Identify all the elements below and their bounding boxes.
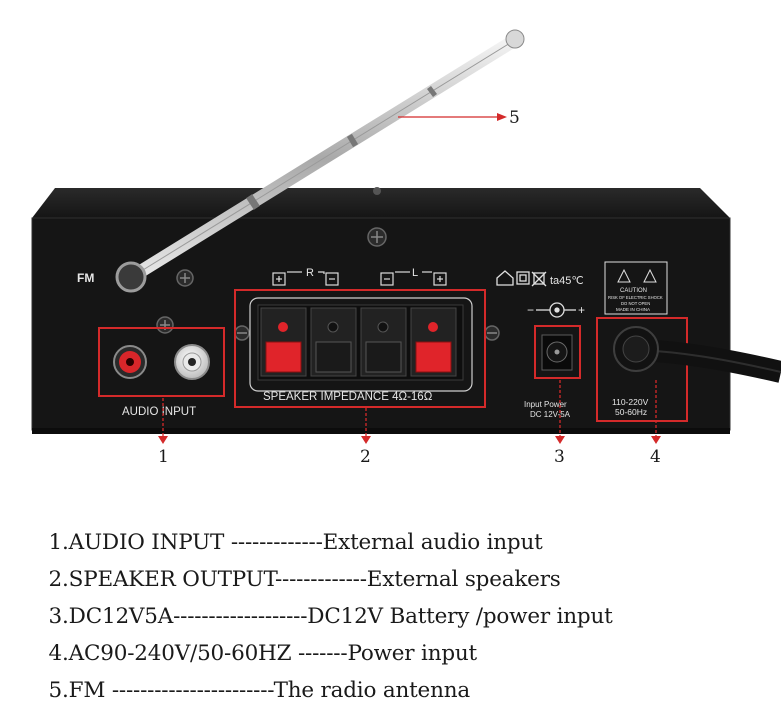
callout-5: 5: [509, 108, 520, 128]
legend-number: 5.: [48, 678, 69, 703]
ac-power-cord: [613, 326, 781, 383]
legend-description: External audio input: [322, 530, 543, 555]
callout-4: 4: [650, 447, 661, 467]
dc-minus: −: [527, 303, 534, 317]
fm-label: FM: [77, 271, 94, 285]
rca-red-jack: [113, 345, 147, 379]
speaker-impedance-label: SPEAKER IMPEDANCE 4Ω-16Ω: [263, 391, 433, 403]
callout-lines: [162, 380, 657, 440]
legend-number: 4.: [48, 641, 69, 666]
dc-rating-label: DC 12V-5A: [530, 410, 571, 419]
dc-jack: [541, 334, 573, 371]
legend-name: DC12V5A: [68, 604, 174, 629]
channel-r-label: R: [306, 267, 314, 279]
speaker-terminal-frame: [249, 297, 473, 392]
temperature-label: ta45℃: [550, 275, 584, 287]
made-in-label: MADE IN CHINA: [616, 307, 650, 312]
dc-input-highlight-box: [534, 325, 581, 379]
legend-description: DC12V Battery /power input: [307, 604, 613, 629]
ac-input-highlight-box: [596, 317, 688, 422]
dc-plus: +: [578, 303, 585, 317]
top-screw: [373, 187, 381, 195]
callout-3: 3: [554, 447, 565, 467]
legend-item: 5.FM -----------------------The radio an…: [22, 653, 471, 703]
legend-name: AC90-240V/50-60HZ: [68, 641, 298, 666]
callout-arrowhead-5: [497, 113, 507, 121]
legend-item: 2.SPEAKER OUTPUT-------------External sp…: [22, 542, 561, 592]
chassis-bottom-edge: [32, 428, 730, 434]
legend-dashes: -------------------: [173, 604, 308, 629]
legend-dashes: -------------: [230, 530, 323, 555]
legend-name: SPEAKER OUTPUT: [68, 567, 275, 592]
legend-number: 2.: [48, 567, 69, 592]
legend-number: 1.: [48, 530, 69, 555]
caution-title: CAUTION: [620, 288, 647, 294]
legend-item: 4.AC90-240V/50-60HZ -------Power input: [22, 616, 478, 666]
legend-description: Power input: [347, 641, 477, 666]
chassis-top: [32, 188, 730, 218]
caution-label-plate: [604, 261, 668, 315]
speaker-output-highlight-box: [234, 289, 486, 408]
legend-name: FM: [68, 678, 112, 703]
legend-name: AUDIO INPUT: [68, 530, 231, 555]
caution-line-2: DO NOT OPEN: [621, 301, 650, 306]
legend-dashes: -------: [297, 641, 348, 666]
screw-icon: [484, 325, 500, 341]
fm-antenna: [115, 29, 525, 293]
speaker-terminal-labels: [272, 271, 447, 286]
amplifier-rear-panel-photo: FM AUDIO INPUT R L: [31, 29, 781, 467]
screw-icon: [176, 269, 194, 287]
legend-dashes: -------------: [274, 567, 367, 592]
screw-icon: [156, 316, 174, 334]
callout-arrowheads: [158, 436, 661, 444]
legend-number: 3.: [48, 604, 69, 629]
safety-symbols-icon: [496, 270, 547, 287]
caution-line-1: RISK OF ELECTRIC SHOCK: [608, 295, 663, 300]
ac-frequency-label: 50-60Hz: [615, 407, 647, 417]
speaker-terminal-block: [257, 304, 464, 381]
channel-l-label: L: [412, 267, 418, 279]
dc-polarity-icon: [536, 302, 576, 318]
ac-voltage-label: 110-220V: [612, 397, 649, 407]
legend-item: 3.DC12V5A-------------------DC12V Batter…: [22, 579, 613, 629]
rca-white-jack: [174, 344, 210, 380]
audio-input-label: AUDIO INPUT: [122, 406, 196, 418]
input-power-label: Input Power: [524, 400, 567, 409]
callout-1: 1: [158, 447, 169, 467]
legend-description: External speakers: [366, 567, 561, 592]
screw-icon: [367, 227, 387, 247]
callout-2: 2: [360, 447, 371, 467]
legend-item: 1.AUDIO INPUT -------------External audi…: [22, 505, 543, 555]
legend-description: The radio antenna: [273, 678, 471, 703]
audio-input-highlight-box: [98, 327, 225, 397]
legend-dashes: -----------------------: [111, 678, 274, 703]
screw-icon: [234, 325, 250, 341]
